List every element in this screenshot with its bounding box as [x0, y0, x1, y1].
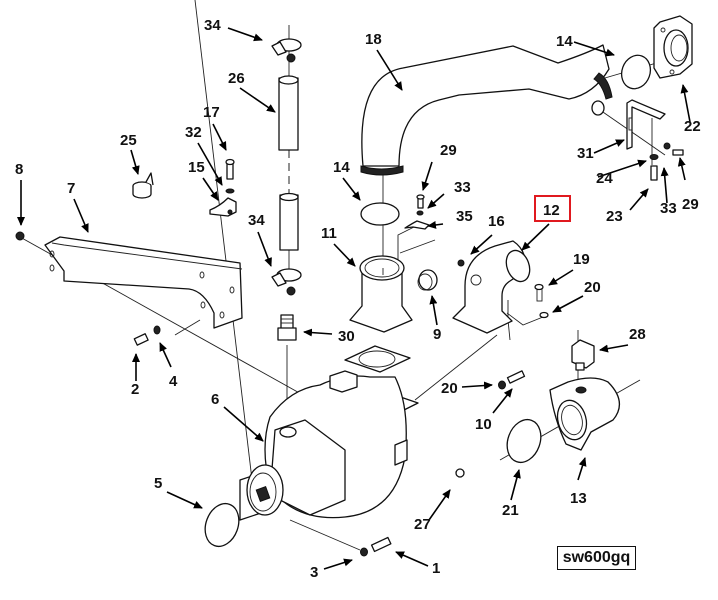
gasket-upper [344, 345, 411, 373]
hose-clamp-lower [271, 268, 302, 296]
callout-10[interactable]: 10 [475, 416, 492, 433]
callout-25[interactable]: 25 [120, 132, 137, 149]
inlet-flange [549, 377, 620, 451]
callout-23[interactable]: 23 [606, 208, 623, 225]
callout-20-upper[interactable]: 20 [584, 279, 601, 296]
discharge-pipe [360, 44, 613, 176]
screw-washer-right [498, 370, 526, 390]
o-ring-center [360, 202, 400, 226]
callout-31[interactable]: 31 [577, 145, 594, 162]
elbow [452, 240, 549, 334]
pump-body [239, 370, 465, 521]
hose-lower [279, 192, 299, 251]
callout-17[interactable]: 17 [203, 104, 220, 121]
o-ring-pump [204, 502, 240, 548]
callout-29-left[interactable]: 29 [440, 142, 457, 159]
callout-14-center[interactable]: 14 [333, 159, 350, 176]
plug [571, 339, 595, 371]
callout-2[interactable]: 2 [131, 381, 139, 398]
callout-33-right[interactable]: 33 [660, 200, 677, 217]
callout-1[interactable]: 1 [432, 560, 440, 577]
adapter [349, 255, 413, 333]
callout-12[interactable]: 12 [543, 202, 560, 219]
callout-32[interactable]: 32 [185, 124, 202, 141]
hose-clamp-top [271, 38, 302, 63]
callout-34-top[interactable]: 34 [204, 17, 221, 34]
hose-upper [278, 75, 299, 151]
callout-28[interactable]: 28 [629, 326, 646, 343]
callout-7[interactable]: 7 [67, 180, 75, 197]
callout-30[interactable]: 30 [338, 328, 355, 345]
callout-13[interactable]: 13 [570, 490, 587, 507]
callout-8[interactable]: 8 [15, 161, 23, 178]
callout-29-right[interactable]: 29 [682, 196, 699, 213]
flange [653, 15, 693, 79]
callout-26[interactable]: 26 [228, 70, 245, 87]
bolt-washer-bottom [360, 536, 392, 557]
highlight-box [534, 195, 571, 222]
clip [132, 172, 154, 199]
callout-labels: 34 26 18 14 22 25 17 32 15 8 7 14 29 33 … [15, 17, 701, 581]
callout-3[interactable]: 3 [310, 564, 318, 581]
callout-9[interactable]: 9 [433, 326, 441, 343]
callout-22[interactable]: 22 [684, 118, 701, 135]
callout-14-right[interactable]: 14 [556, 33, 573, 50]
callout-11[interactable]: 11 [321, 225, 337, 242]
callout-arrows [17, 27, 691, 570]
o-ring-inlet [506, 418, 542, 464]
callout-33-left[interactable]: 33 [454, 179, 471, 196]
callout-19[interactable]: 19 [573, 251, 590, 268]
callout-18[interactable]: 18 [365, 31, 382, 48]
callout-6[interactable]: 6 [211, 391, 219, 408]
diagram-identifier: sw600gq [557, 546, 636, 570]
callout-27[interactable]: 27 [414, 516, 431, 533]
callout-16[interactable]: 16 [488, 213, 505, 230]
callout-35[interactable]: 35 [456, 208, 473, 225]
fitting [277, 314, 297, 341]
callout-15[interactable]: 15 [188, 159, 205, 176]
callout-20-lower[interactable]: 20 [441, 380, 458, 397]
mounting-bracket [15, 231, 243, 329]
o-ring-right [620, 54, 652, 90]
bolt-washer-left [133, 325, 161, 346]
support-bracket [626, 99, 684, 181]
clip-fasteners [404, 194, 430, 230]
bolt-bracket-assembly [209, 158, 237, 217]
callout-4[interactable]: 4 [169, 373, 178, 390]
callout-24[interactable]: 24 [596, 170, 613, 187]
callout-34-lower[interactable]: 34 [248, 212, 265, 229]
callout-5[interactable]: 5 [154, 475, 162, 492]
cap [417, 269, 438, 291]
callout-21[interactable]: 21 [502, 502, 519, 519]
